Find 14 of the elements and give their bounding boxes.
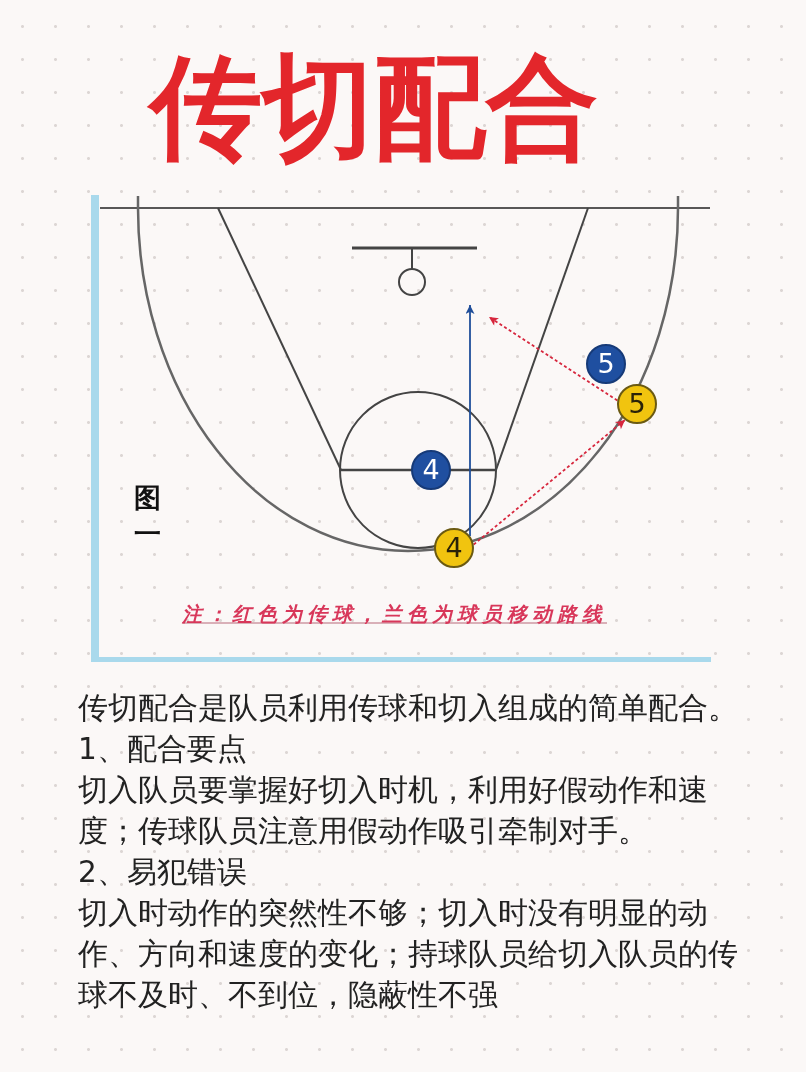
player-token: 4	[411, 450, 451, 490]
pass-arrow	[472, 419, 626, 546]
section-heading: 2、易犯错误	[78, 854, 248, 891]
intro-paragraph: 传切配合是队员利用传球和切入组成的简单配合。	[78, 690, 739, 727]
note-text: 注：红色为传球，兰色为球员移动路线	[182, 601, 607, 627]
player-token: 5	[617, 384, 657, 424]
paragraph: 切入时动作的突然性不够；切入时没有明显的动作、方向和速度的变化；持球队员给切入队员的传球不及时、不到位，隐蔽性不强	[78, 895, 739, 1014]
movement-arrow	[465, 304, 475, 537]
figure-label: 图一	[134, 481, 162, 551]
player-token: 4	[434, 528, 474, 568]
section-heading: 1、配合要点	[78, 731, 248, 768]
player-token: 5	[586, 344, 626, 384]
paragraph: 切入队员要掌握好切入时机，利用好假动作和速度；传球队员注意用假动作吸引牵制对手。	[78, 772, 709, 850]
pass-arrow	[488, 316, 619, 402]
